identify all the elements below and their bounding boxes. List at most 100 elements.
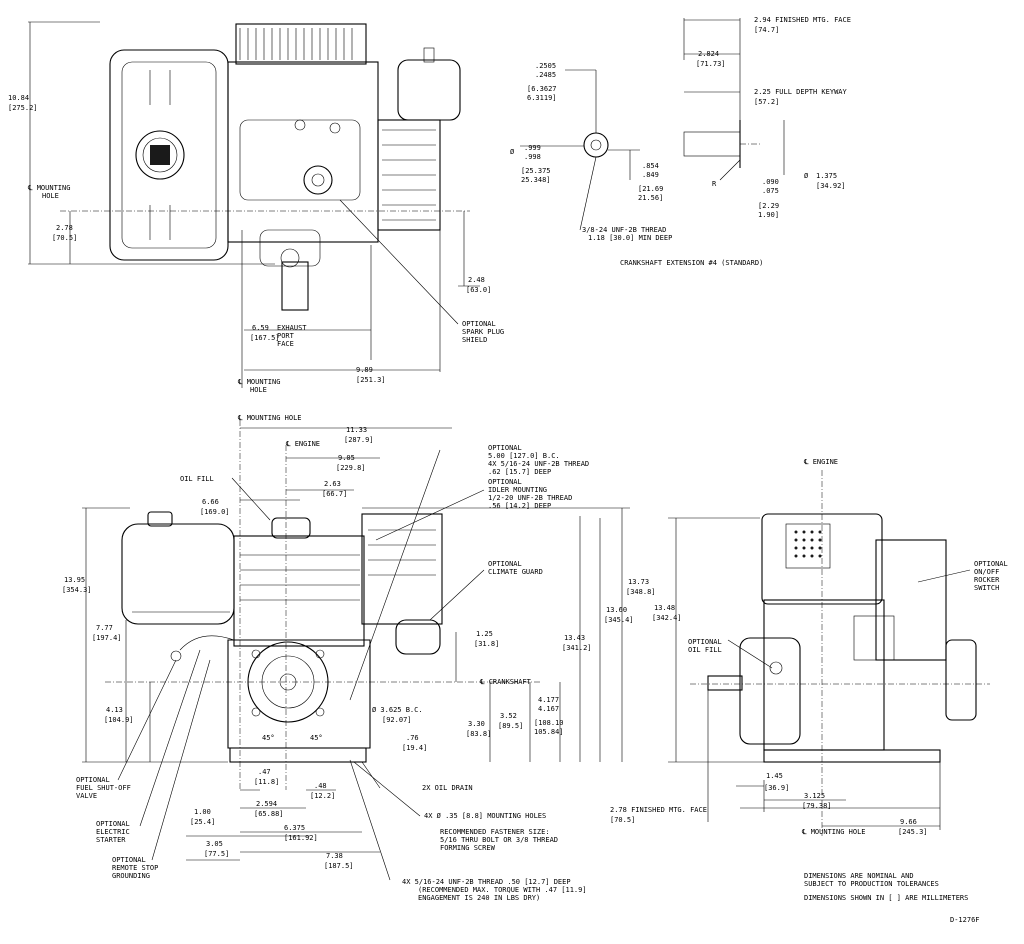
fv-opt1-4: .62 [15.7] DEEP bbox=[488, 468, 551, 476]
sv-rocker: OPTIONAL bbox=[974, 560, 1008, 568]
sv-3125-mm: [79.38] bbox=[802, 802, 832, 810]
fv-1395: 13.95 bbox=[64, 576, 85, 584]
cs-998: .998 bbox=[524, 153, 541, 161]
fv-125-mm: [31.8] bbox=[474, 640, 499, 648]
front-idler bbox=[395, 619, 441, 655]
cs-2824: 2.824 bbox=[698, 50, 719, 58]
fv-076: .76 bbox=[406, 734, 419, 742]
fv-6375-mm: [161.92] bbox=[284, 834, 318, 842]
cs-63119: 6.3119] bbox=[527, 94, 557, 102]
fv-starter-3: STARTER bbox=[96, 836, 126, 844]
spark-plug bbox=[303, 165, 333, 195]
fv-1133: 11.33 bbox=[346, 426, 367, 434]
front-oil-fill-cap bbox=[271, 517, 311, 539]
crankshaft-end bbox=[583, 132, 609, 158]
sv-1348-mm: [342.4] bbox=[652, 614, 682, 622]
cs-190: 1.90] bbox=[758, 211, 779, 219]
sv-966: 9.66 bbox=[900, 818, 917, 826]
fv-076-mm: [19.4] bbox=[402, 744, 427, 752]
front-engine-block bbox=[233, 535, 365, 647]
fv-1343: 13.43 bbox=[564, 634, 585, 642]
note-3: DIMENSIONS SHOWN IN [ ] ARE MILLIMETERS bbox=[804, 894, 968, 902]
fv-mount-holes: 4X Ø .35 [8.8] MOUNTING HOLES bbox=[424, 812, 546, 820]
spark-label: OPTIONAL bbox=[462, 320, 496, 328]
sv-278-mm: [70.5] bbox=[610, 816, 635, 824]
cs-25348: 25.348] bbox=[521, 176, 551, 184]
fv-starter: OPTIONAL bbox=[96, 820, 130, 828]
fv-45a: 45° bbox=[262, 734, 275, 742]
sv-rocker-3: ROCKER bbox=[974, 576, 1000, 584]
cs-849: .849 bbox=[642, 171, 659, 179]
fv-4177: 4.177 bbox=[538, 696, 559, 704]
fv-oil-fill: OIL FILL bbox=[180, 475, 214, 483]
dim-height-mm: [275.2] bbox=[8, 104, 38, 112]
fv-thread-2: (RECOMMENDED MAX. TORQUE WITH .47 [11.9] bbox=[418, 886, 587, 894]
cs-thread: 3/8-24 UNF-2B THREAD bbox=[582, 226, 666, 234]
fv-777: 7.77 bbox=[96, 624, 113, 632]
fv-777-mm: [197.4] bbox=[92, 634, 122, 642]
sv-966-mm: [245.3] bbox=[898, 828, 928, 836]
fv-fuel-2: FUEL SHUT-OFF bbox=[76, 784, 131, 792]
spark-label-3: SHIELD bbox=[462, 336, 487, 344]
cs-25375: [25.375 bbox=[521, 167, 551, 175]
exhaust-label-2: PORT bbox=[277, 332, 295, 340]
exhaust-label-3: FACE bbox=[277, 340, 294, 348]
cs-r: R bbox=[712, 180, 717, 188]
side-pto-shaft bbox=[707, 675, 743, 691]
fv-fastener-2: 5/16 THRU BOLT OR 3/8 THREAD bbox=[440, 836, 558, 844]
fv-048-mm: [12.2] bbox=[310, 792, 335, 800]
fv-1373-mm: [348.8] bbox=[626, 588, 656, 596]
fv-remote: OPTIONAL bbox=[112, 856, 146, 864]
spark-label-2: SPARK PLUG bbox=[462, 328, 504, 336]
fv-413: 4.13 bbox=[106, 706, 123, 714]
sv-278: 2.78 FINISHED MTG. FACE bbox=[610, 806, 707, 814]
dim-height: 10.84 bbox=[8, 94, 29, 102]
front-view bbox=[82, 420, 630, 881]
cs-294: 2.94 FINISHED MTG. FACE bbox=[754, 16, 851, 24]
fv-263: 2.63 bbox=[324, 480, 341, 488]
side-crankcase bbox=[763, 599, 885, 751]
cs-2169: [21.69 bbox=[638, 185, 663, 193]
sv-145: 1.45 bbox=[766, 772, 783, 780]
fv-opt2-3: 1/2-20 UNF-2B THREAD bbox=[488, 494, 572, 502]
mounting-hole-label-2: HOLE bbox=[42, 192, 59, 200]
dim-989: 9.89 bbox=[356, 366, 373, 374]
sv-rocker-2: ON/OFF bbox=[974, 568, 999, 576]
fv-oil-drain: 2X OIL DRAIN bbox=[422, 784, 473, 792]
fv-3625: Ø 3.625 B.C. bbox=[372, 706, 423, 714]
fv-engine: ℄ ENGINE bbox=[285, 440, 320, 448]
engine-block bbox=[227, 61, 379, 243]
dim-659-mm: [167.5] bbox=[250, 334, 280, 342]
fuel-cap bbox=[135, 130, 185, 180]
fv-305-mm: [77.5] bbox=[204, 850, 229, 858]
cs-225-mm: [57.2] bbox=[754, 98, 779, 106]
cs-dia-symbol: Ø bbox=[510, 148, 515, 156]
fv-048: .48 bbox=[314, 782, 327, 790]
fv-fastener: RECOMMENDED FASTENER SIZE: bbox=[440, 828, 550, 836]
recoil-housing bbox=[235, 23, 367, 65]
side-recoil bbox=[945, 639, 977, 721]
front-fuel-tank bbox=[121, 523, 235, 625]
fv-1373: 13.73 bbox=[628, 578, 649, 586]
fv-opt3-2: CLIMATE GUARD bbox=[488, 568, 543, 576]
fv-10584: 105.84] bbox=[534, 728, 564, 736]
fv-opt2-4: .56 [14.2] DEEP bbox=[488, 502, 551, 510]
cs-2156: 21.56] bbox=[638, 194, 663, 202]
sv-1348: 13.48 bbox=[654, 604, 675, 612]
pto-shaft bbox=[281, 261, 309, 311]
dim-248: 2.48 bbox=[468, 276, 485, 284]
fv-starter-2: ELECTRIC bbox=[96, 828, 130, 836]
fv-413-mm: [104.9] bbox=[104, 716, 134, 724]
fv-125: 1.25 bbox=[476, 630, 493, 638]
sv-145-mm: [36.9] bbox=[764, 784, 789, 792]
fv-100-mm: [25.4] bbox=[190, 818, 215, 826]
fv-fuel-3: VALVE bbox=[76, 792, 97, 800]
fv-666-mm: [169.0] bbox=[200, 508, 230, 516]
sv-3125: 3.125 bbox=[804, 792, 825, 800]
fv-100: 1.00 bbox=[194, 808, 211, 816]
mounting-hole-label: ℄ MOUNTING bbox=[27, 184, 70, 192]
front-climate-guard bbox=[361, 513, 443, 625]
fv-263-mm: [66.7] bbox=[322, 490, 347, 498]
top-view bbox=[28, 21, 480, 388]
